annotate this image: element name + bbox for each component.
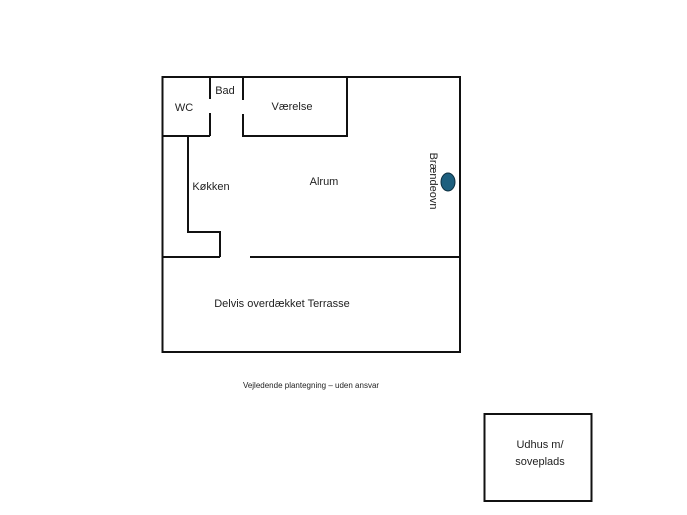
vaerelse-walls bbox=[242, 77, 348, 137]
room-label-alrum: Alrum bbox=[310, 176, 339, 188]
room-label-bad: Bad bbox=[215, 85, 235, 97]
udhus-label-line1: Udhus m/ bbox=[516, 439, 564, 451]
udhus-label-line2: soveplads bbox=[515, 456, 565, 468]
room-label-terrasse: Delvis overdækket Terrasse bbox=[214, 298, 350, 310]
room-label-koekken: Køkken bbox=[192, 181, 229, 193]
disclaimer-caption: Vejledende plantegning – uden ansvar bbox=[243, 381, 379, 390]
koekken-walls bbox=[187, 136, 221, 257]
wc-walls bbox=[162, 77, 211, 137]
udhus-outline bbox=[483, 413, 593, 502]
stove-label: Brændeovn bbox=[427, 153, 439, 210]
stove-icon bbox=[440, 172, 456, 192]
room-label-vaerelse: Værelse bbox=[272, 101, 313, 113]
room-label-wc: WC bbox=[175, 102, 193, 114]
outer-wall bbox=[161, 76, 461, 353]
